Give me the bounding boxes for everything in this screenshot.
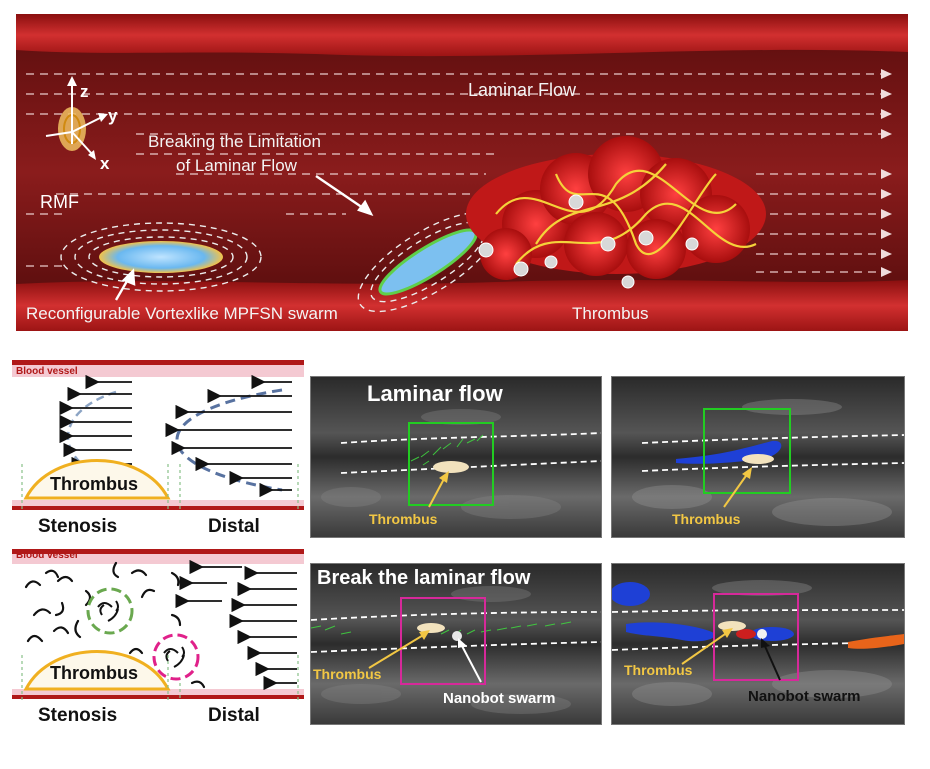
ultrasound-laminar-bmode: Laminar flow Thrombus	[310, 376, 602, 538]
green-vortex-swarm	[86, 587, 134, 635]
ultrasound-vortex-bmode: Break the laminar flow Thrombus Nanobot …	[310, 563, 602, 725]
doppler-image-vortex	[612, 564, 904, 724]
laminar-flow-streamlines	[26, 73, 886, 273]
mpfsn-swarm-left	[99, 241, 223, 273]
distal-label: Distal	[208, 516, 260, 537]
ultrasound-laminar-doppler: Thrombus	[611, 376, 905, 538]
schematic-thrombus-label: Thrombus	[50, 474, 138, 494]
annotation-arrows	[114, 175, 374, 301]
flow-arrowheads	[881, 69, 892, 277]
schematic-thrombus-label-bottom: Thrombus	[50, 663, 138, 683]
stenosis-label-bottom: Stenosis	[38, 705, 118, 726]
schematic-laminar: Blood vessel Thrombus Stenosis Distal	[12, 352, 304, 542]
doppler-thrombus-label: Thrombus	[672, 511, 741, 527]
nanobot-swarm-label: Nanobot swarm	[443, 690, 556, 707]
doppler-vortex-thrombus-label: Thrombus	[624, 662, 693, 678]
us-thrombus-label: Thrombus	[369, 511, 438, 527]
top-thrombus-label: Thrombus	[572, 304, 649, 323]
vortex-rings-left	[60, 222, 262, 292]
rmf-label: RMF	[40, 192, 79, 212]
fibrin-network	[495, 163, 757, 265]
vortex-schematic-drawing	[12, 549, 304, 701]
axis-x-label: x	[100, 154, 110, 173]
breaking-limitation-line2: of Laminar Flow	[176, 156, 297, 175]
ultrasound-image-vortex	[311, 564, 601, 724]
vortex-thrombus-label: Thrombus	[313, 666, 382, 682]
magenta-vortex-swarm	[152, 633, 200, 681]
stenosis-label: Stenosis	[38, 516, 118, 537]
laminar-flow-label: Laminar Flow	[468, 80, 577, 100]
schematic-vortex: Blood vessel Thrombus Stenosis Distal	[12, 543, 304, 733]
axis-z-label: z	[80, 82, 89, 101]
ultrasound-image	[311, 377, 601, 537]
nanoparticles	[478, 194, 699, 289]
distal-label-bottom: Distal	[208, 705, 260, 726]
rmf-axes-icon	[45, 76, 108, 160]
vessel-illustration	[16, 14, 908, 331]
blood-vessel-label: Blood vessel	[16, 366, 78, 377]
ultrasound-vortex-doppler: Thrombus Nanobot swarm	[611, 563, 905, 725]
axis-y-label: y	[108, 106, 118, 125]
break-laminar-flow-title: Break the laminar flow	[317, 567, 531, 589]
laminar-flow-title: Laminar flow	[367, 381, 503, 406]
laminar-schematic-drawing	[12, 360, 304, 512]
breaking-limitation-line1: Breaking the Limitation	[148, 132, 321, 151]
swarm-label: Reconfigurable Vortexlike MPFSN swarm	[26, 304, 338, 323]
top-illustration: Laminar Flow Breaking the Limitation of …	[16, 14, 908, 331]
doppler-image	[612, 377, 904, 537]
blood-vessel-label-bottom: Blood vessel	[16, 550, 78, 561]
doppler-nanobot-swarm-label: Nanobot swarm	[748, 688, 861, 705]
